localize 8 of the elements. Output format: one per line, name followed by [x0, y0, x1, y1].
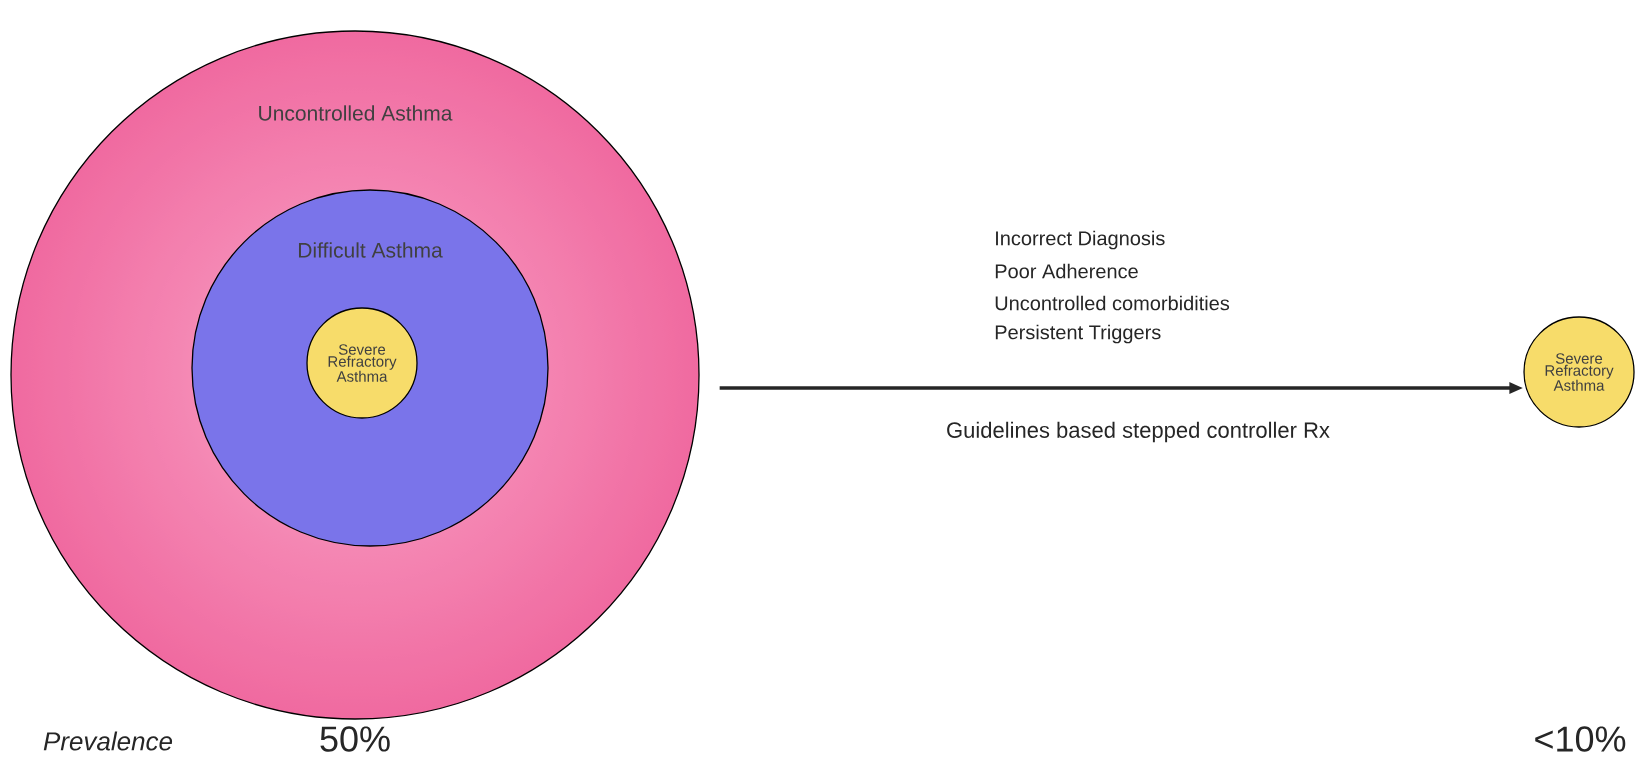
- list-item: Poor Adherence: [995, 263, 1138, 279]
- list-item: Incorrect Diagnosis: [996, 230, 1165, 250]
- axis-label: Prevalence: [43, 731, 173, 751]
- list-item: Persistent Triggers: [995, 324, 1161, 344]
- edge-label: Guidelines based stepped controller Rx: [945, 420, 1331, 444]
- percentage-label: 50%: [320, 726, 390, 752]
- list-item: Uncontrolled comorbidities: [995, 295, 1230, 311]
- percentage-label: <10%: [1535, 726, 1626, 752]
